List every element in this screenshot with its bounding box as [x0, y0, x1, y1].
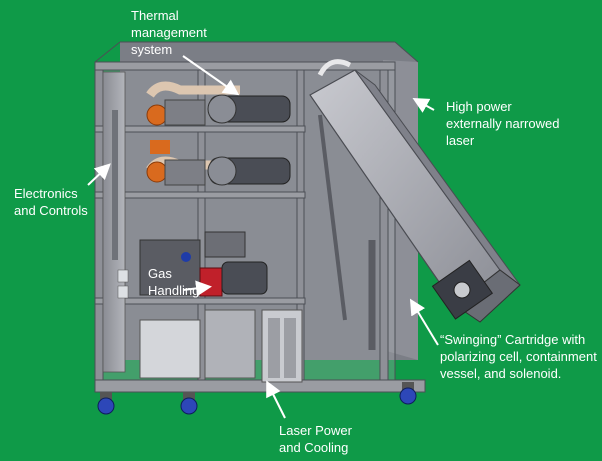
label-swinging-cartridge: “Swinging” Cartridge with polarizing cel…: [440, 332, 597, 381]
label-laser-power-cooling: Laser Power and Cooling: [279, 423, 352, 455]
label-gas-handling: Gas Handling: [148, 266, 200, 298]
thermal-cylinders: [207, 94, 291, 186]
label-electronics-controls: Electronics and Controls: [14, 186, 88, 218]
electronics-panel: [102, 71, 129, 373]
swinging-cartridge: [309, 59, 521, 350]
thermal-pipes: [146, 81, 240, 186]
laser-power-unit: [139, 309, 303, 383]
casters: [97, 382, 417, 415]
label-high-power-laser: High power externally narrowed laser: [446, 99, 560, 148]
label-thermal-management: Thermal management system: [131, 8, 207, 57]
